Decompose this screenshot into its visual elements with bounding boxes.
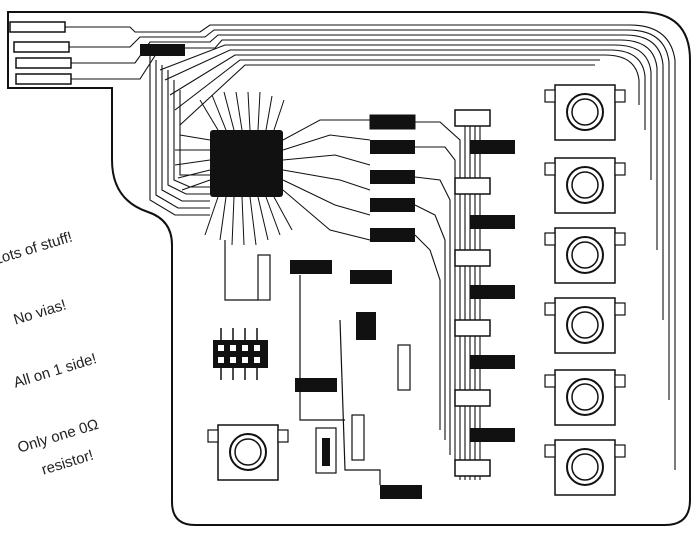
chip-fanout bbox=[174, 91, 371, 246]
resistor-column bbox=[140, 44, 416, 284]
trace-bundle-top bbox=[65, 24, 676, 470]
button-tabs bbox=[207, 89, 626, 458]
vertical-bus bbox=[414, 110, 481, 480]
zero-ohm-resistor bbox=[322, 438, 330, 466]
reset-button bbox=[217, 424, 279, 481]
trace-bundle-left bbox=[149, 55, 210, 216]
board-outline bbox=[7, 11, 691, 526]
microcontroller-chip bbox=[210, 130, 283, 197]
regulator bbox=[356, 312, 376, 340]
button-column bbox=[217, 84, 616, 496]
led-pads bbox=[454, 109, 491, 477]
pin-header bbox=[213, 328, 268, 380]
misc-parts bbox=[224, 240, 411, 485]
led-resistors bbox=[295, 140, 515, 499]
